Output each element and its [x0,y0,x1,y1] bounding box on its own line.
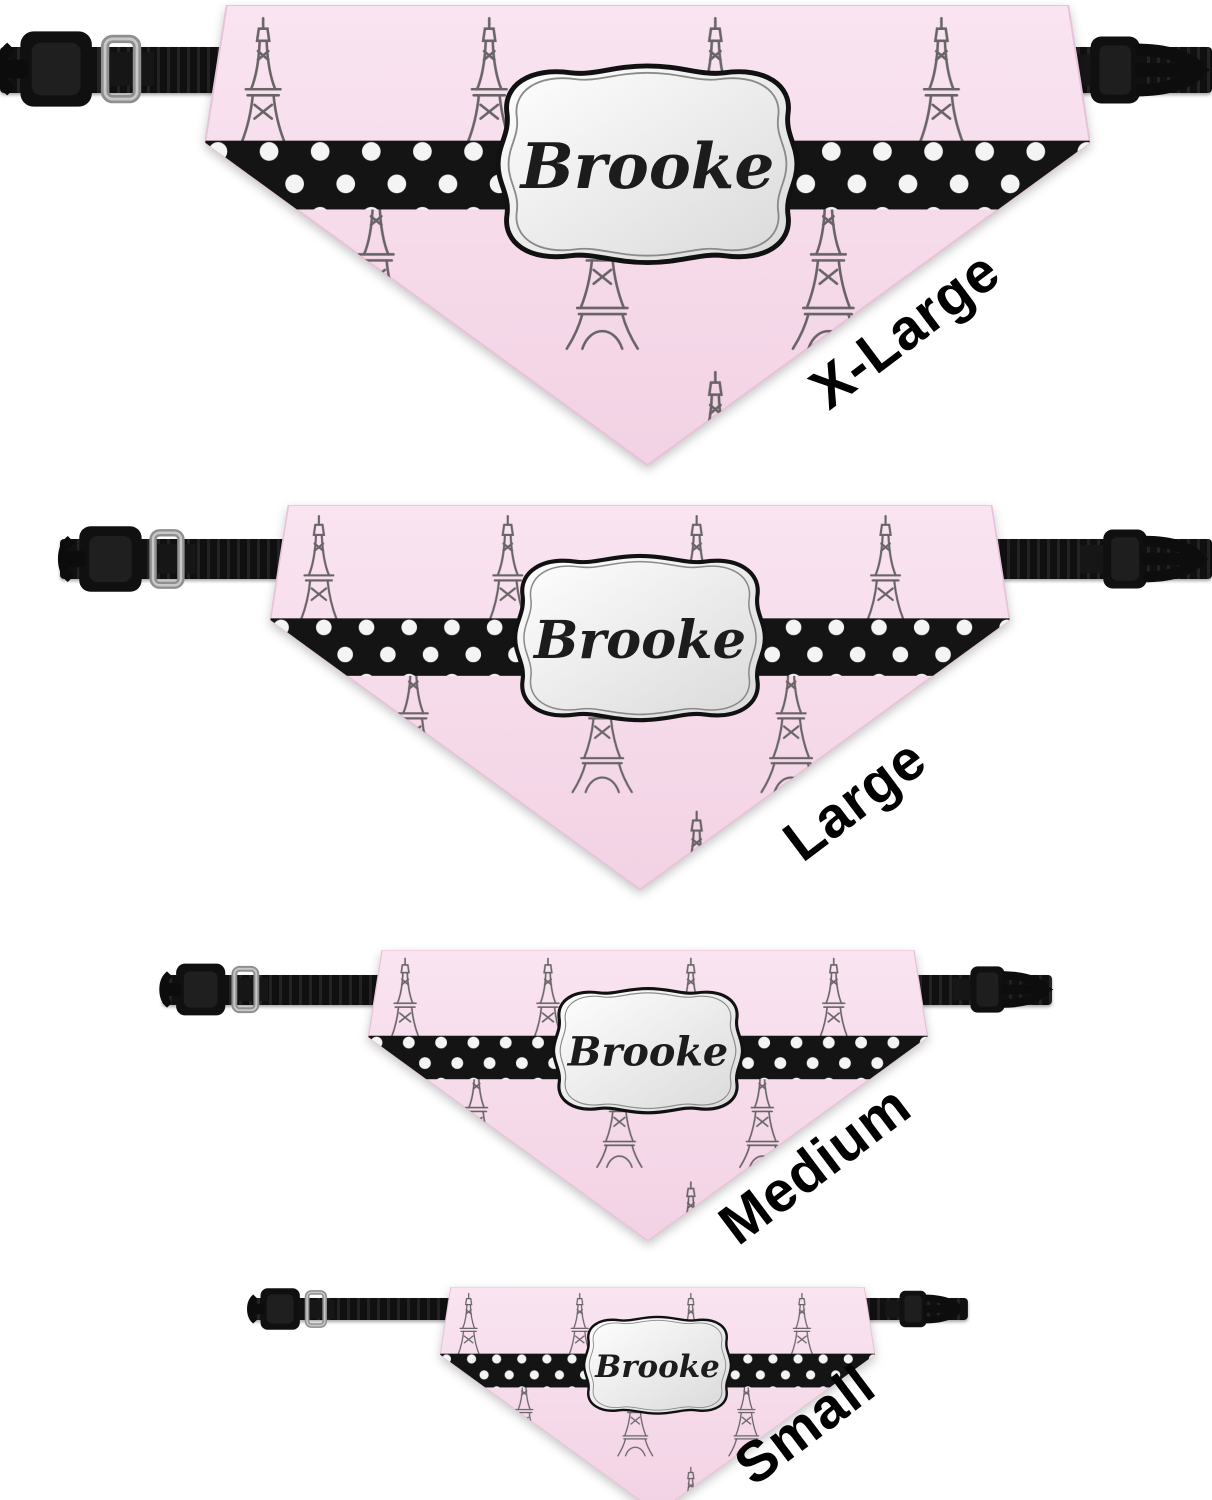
collar-clasp-right-icon [952,959,1056,1020]
bandana-graphic: Brooke [368,950,928,1242]
personalized-name: Brooke [519,129,775,203]
collar-clasp-right-icon [885,1285,967,1333]
bandana-variant-large: Brooke Large [0,497,1212,945]
personalized-name: Brooke [594,1349,720,1385]
bandana-graphic: Brooke [205,5,1090,467]
bandana-graphic: Brooke [270,505,1010,891]
collar-buckle-left-icon [246,1283,334,1335]
bandana-variant-small: Brooke Small [0,1282,1212,1500]
collar-buckle-left-icon [158,957,268,1022]
collar-buckle-left-icon [0,22,154,116]
bandana-graphic: Brooke [440,1287,875,1500]
bandana-variant-xlarge: Brooke X-Large [0,0,1212,497]
personalized-name: Brooke [532,610,746,671]
collar-clasp-right-icon [1080,520,1212,598]
bandana-variant-medium: Brooke Medium [0,945,1212,1282]
personalized-name: Brooke [567,1030,728,1076]
collar-buckle-left-icon [56,518,196,600]
